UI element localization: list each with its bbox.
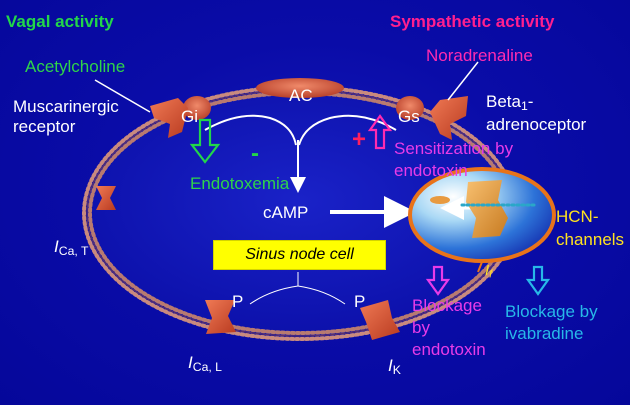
blockage-endotoxin-line2: by bbox=[412, 318, 430, 337]
ica-t-subscript: Ca, T bbox=[58, 244, 89, 259]
acetylcholine-label: Acetylcholine bbox=[25, 57, 126, 76]
minus-sign: - bbox=[251, 140, 259, 167]
ica-t-main: I bbox=[54, 237, 59, 256]
ica-l-channel-shape bbox=[205, 300, 236, 334]
beta-subscript: 1 bbox=[520, 99, 528, 114]
noradrenaline-label: Noradrenaline bbox=[426, 46, 533, 65]
hcn-inner-oval bbox=[430, 196, 450, 204]
blockage-ivabradine-line2: ivabradine bbox=[505, 324, 584, 343]
beta-adrenoceptor-label-line1: Beta1- bbox=[486, 92, 533, 113]
sympathetic-up-arrow bbox=[367, 114, 393, 150]
vagal-down-arrow bbox=[189, 118, 221, 164]
ik-channel-shape bbox=[360, 300, 400, 340]
endotoxin-blockage-arrow bbox=[425, 265, 451, 296]
ik-main: I bbox=[388, 356, 393, 375]
blockage-endotoxin-line3: endotoxin bbox=[412, 340, 486, 359]
hcn-channel-shape bbox=[466, 180, 508, 238]
sensitization-label-line1: Sensitization by bbox=[394, 139, 514, 158]
sympathetic-activity-title: Sympathetic activity bbox=[390, 12, 555, 31]
hcn-label-line2: channels bbox=[556, 230, 625, 249]
if-arrow bbox=[477, 261, 483, 273]
ik-label: IK bbox=[388, 356, 401, 377]
p-label-left: P bbox=[232, 292, 244, 311]
if-main: I bbox=[485, 262, 490, 279]
ica-t-channel-shape bbox=[96, 186, 116, 210]
gs-protein-oval bbox=[396, 96, 424, 120]
ica-t-label: ICa, T bbox=[54, 237, 88, 258]
vagal-activity-title: Vagal activity bbox=[6, 12, 114, 31]
if-subscript: f bbox=[489, 268, 493, 281]
adenylyl-cyclase-oval bbox=[256, 78, 344, 98]
ica-l-main: I bbox=[188, 353, 193, 372]
ik-subscript: K bbox=[392, 363, 401, 378]
acetylcholine-arrow bbox=[94, 79, 151, 113]
hcn-label-line1: HCN- bbox=[556, 207, 599, 226]
ica-l-label: ICa, L bbox=[188, 353, 222, 374]
camp-label: cAMP bbox=[263, 203, 309, 222]
noradrenaline-arrow bbox=[447, 61, 479, 101]
beta-adrenoceptor-label-line2: adrenoceptor bbox=[486, 115, 587, 134]
beta-dash: - bbox=[527, 92, 534, 111]
muscarinergic-label-line2: receptor bbox=[13, 117, 76, 136]
gi-label: Gi bbox=[181, 107, 198, 126]
gs-label: Gs bbox=[398, 107, 420, 126]
plus-sign: + bbox=[352, 126, 367, 153]
sensitization-label-line2: endotoxin bbox=[394, 161, 468, 180]
endotoxemia-label: Endotoxemia bbox=[190, 174, 290, 193]
phosphorylation-lines bbox=[249, 272, 346, 305]
p-label-right: P bbox=[354, 292, 366, 311]
gi-protein-oval bbox=[183, 96, 211, 120]
beta-text: Beta bbox=[486, 92, 521, 111]
ica-l-subscript: Ca, L bbox=[192, 360, 222, 375]
muscarinergic-label-line1: Muscarinergic bbox=[13, 97, 119, 116]
beta-adrenoceptor-shape bbox=[430, 96, 468, 140]
blockage-ivabradine-line1: Blockage by bbox=[505, 302, 598, 321]
blockage-endotoxin-line1: Blockage bbox=[412, 296, 482, 315]
muscarinic-receptor-shape bbox=[150, 98, 188, 138]
if-current-label: If bbox=[485, 262, 492, 281]
sinus-node-cell-label: Sinus node cell bbox=[245, 246, 354, 263]
sinus-node-cell-box: Sinus node cell bbox=[213, 240, 386, 270]
ac-label: AC bbox=[289, 86, 313, 105]
ivabradine-blockage-arrow bbox=[525, 265, 551, 296]
